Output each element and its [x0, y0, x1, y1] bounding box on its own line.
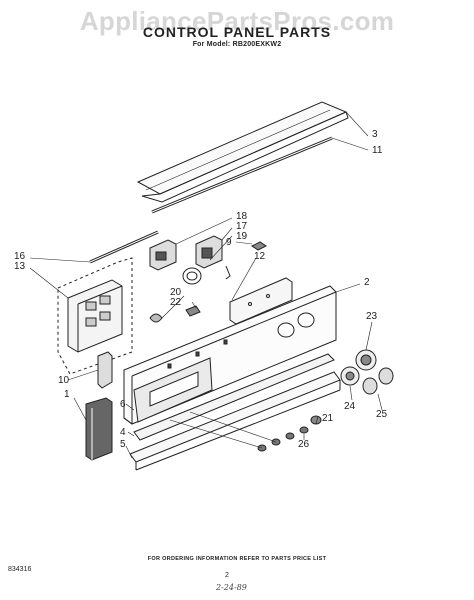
part-25-knob-skirt	[362, 367, 394, 395]
callout-22: 22	[170, 297, 182, 308]
ordering-note: FOR ORDERING INFORMATION REFER TO PARTS …	[147, 556, 327, 562]
part-20-knob-insert	[149, 313, 163, 323]
leader-lines	[29, 111, 383, 459]
part-18-switch	[149, 239, 177, 271]
part-23-knob	[355, 349, 377, 371]
callout-12: 12	[254, 251, 266, 262]
callout-21: 21	[322, 413, 334, 424]
callout-3: 3	[372, 129, 378, 140]
part-10-clip	[97, 351, 113, 389]
callout-26: 26	[298, 439, 310, 450]
callout-17: 17	[236, 221, 248, 232]
part-13-dashed-outline	[57, 257, 133, 375]
watermark: AppliancePartsPros.com	[79, 6, 395, 36]
callout-5: 5	[120, 439, 126, 450]
handwritten-note: 2-24-89	[216, 583, 247, 592]
callout-13: 13	[14, 261, 26, 272]
callout-24: 24	[344, 401, 356, 412]
part-17-switch	[195, 235, 223, 269]
part-24-knob	[340, 366, 360, 386]
callout-25: 25	[376, 409, 388, 420]
callout-16: 16	[14, 251, 26, 262]
part-26-screws	[257, 426, 309, 452]
part-22-clip	[185, 305, 201, 317]
part-11-rod	[151, 136, 333, 214]
part-9-clip	[225, 241, 267, 280]
part-1-end-cap	[85, 397, 113, 461]
part-3-trim-strip	[136, 101, 349, 203]
callout-6: 6	[120, 399, 126, 410]
callout-9: 9	[226, 237, 232, 248]
callout-18: 18	[236, 211, 248, 222]
part-6-window-panel	[133, 357, 213, 423]
page-title: CONTROL PANEL PARTS	[142, 24, 332, 40]
callout-1: 1	[64, 389, 70, 400]
callout-11: 11	[372, 145, 383, 156]
callout-2: 2	[364, 277, 370, 288]
part-4-5-lower-trim	[129, 353, 341, 471]
callout-19: 19	[236, 231, 248, 242]
callout-4: 4	[120, 427, 126, 438]
callout-20: 20	[170, 287, 182, 298]
document-code: 834316	[8, 566, 32, 573]
part-12-bracket	[229, 277, 293, 325]
page-number: 2	[225, 572, 229, 579]
part-13-switch-block	[67, 279, 123, 353]
model-line: For Model: RB200EXKW2	[192, 41, 282, 48]
part-19-ring	[182, 267, 202, 285]
callout-23: 23	[366, 311, 378, 322]
callout-10: 10	[58, 375, 70, 386]
part-16-trim-bar	[89, 230, 159, 264]
